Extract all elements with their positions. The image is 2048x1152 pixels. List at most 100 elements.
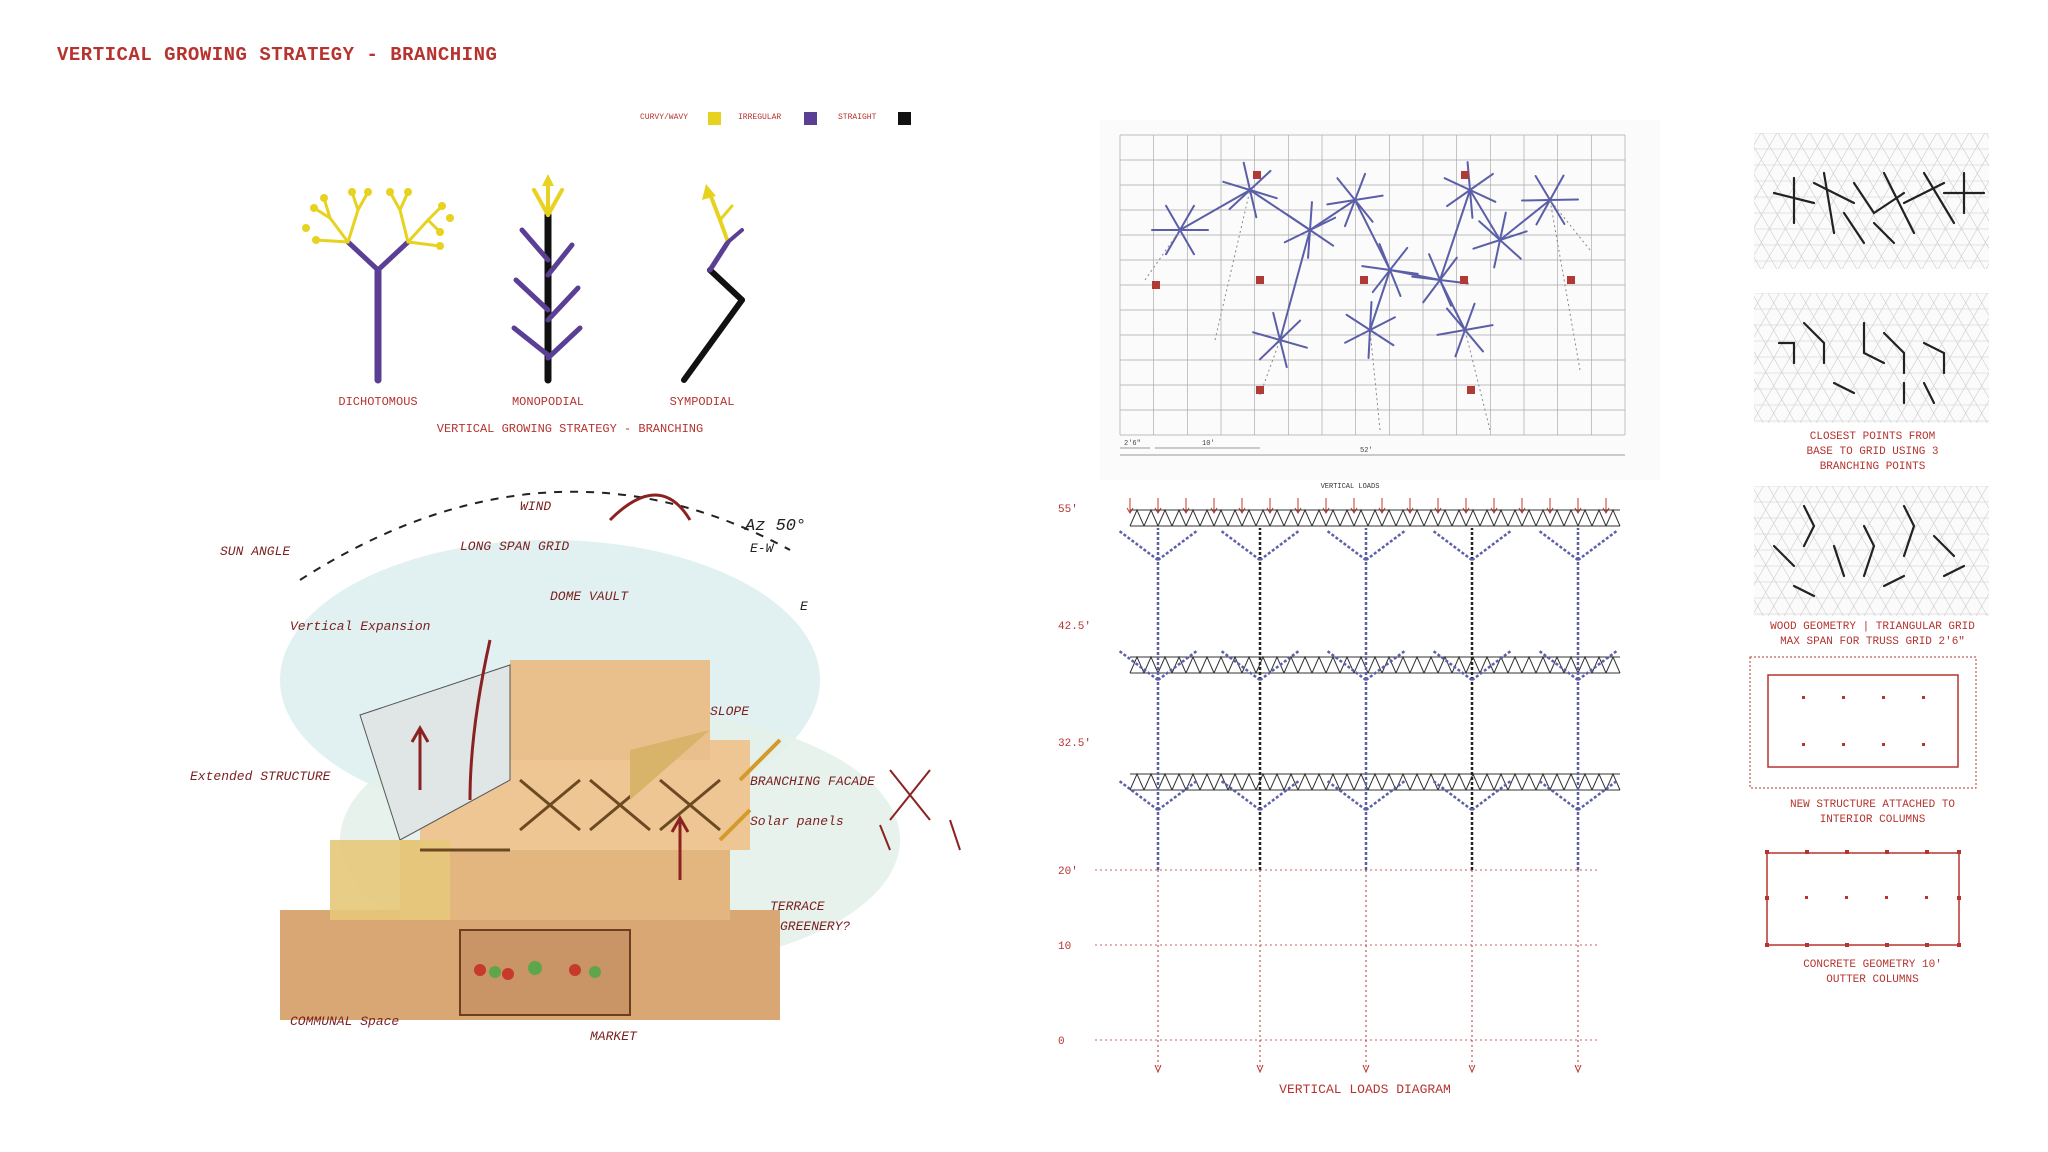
branch-segment — [1228, 189, 1251, 211]
trees-caption: VERTICAL GROWING STRATEGY - BRANCHING — [436, 422, 704, 436]
sidebar-caption-2: WOOD GEOMETRY | TRIANGULAR GRID MAX SPAN… — [1735, 620, 2010, 650]
wood-branch — [1862, 524, 1876, 578]
tri-grid-line — [1735, 485, 1812, 617]
wood-branch — [1882, 574, 1906, 588]
tri-grid-line — [1681, 132, 1762, 270]
wood-branch — [1802, 321, 1826, 365]
dim-label-52: 52' — [1360, 447, 1373, 455]
tri-grid-line — [1793, 132, 1874, 270]
dashed-link — [1144, 229, 1181, 281]
truss-web — [1269, 655, 1285, 674]
note-slope: SLOPE — [710, 704, 749, 719]
truss-web — [1437, 772, 1453, 791]
branch-segment — [1371, 269, 1391, 294]
branch-segment — [1534, 174, 1551, 201]
branching-plan-grid: 2'6"10'52' — [1119, 134, 1626, 456]
branch-link — [1249, 189, 1311, 231]
truss-levels — [1129, 508, 1621, 791]
tri-grid-line — [1879, 292, 1956, 424]
truss-web — [1423, 655, 1439, 674]
column-branch — [1157, 529, 1199, 561]
note-vertical-expansion: Vertical Expansion — [290, 619, 430, 634]
truss-web — [1325, 655, 1341, 674]
wood-branch — [1802, 504, 1816, 548]
truss-web — [1577, 508, 1593, 527]
tri-grid-line — [1729, 132, 1810, 270]
truss-web — [1157, 508, 1173, 527]
truss-web — [1185, 508, 1201, 527]
branch-link — [1499, 199, 1551, 241]
column-branch — [1219, 529, 1261, 561]
branch-segment — [1258, 339, 1281, 361]
truss-web — [1339, 655, 1355, 674]
column-branch — [1365, 649, 1407, 681]
wood-branch — [1812, 181, 1856, 205]
branch-segment — [1535, 199, 1551, 226]
dashed-link — [1214, 189, 1251, 341]
plan-gridlines — [1119, 134, 1626, 436]
truss-web — [1255, 655, 1271, 674]
truss-web — [1129, 772, 1145, 791]
column-branch — [1117, 529, 1159, 561]
branch-segment — [1361, 265, 1391, 271]
dashed-link — [1369, 329, 1381, 431]
branch-segment — [1454, 329, 1466, 358]
branch-segment — [1499, 239, 1522, 260]
column-branch — [1431, 529, 1473, 561]
tri-grid-line — [1751, 292, 1828, 424]
branch-link — [1439, 189, 1471, 281]
branch-segment — [1389, 246, 1409, 271]
tri-grid-line — [1687, 485, 1764, 617]
truss-web — [1311, 655, 1327, 674]
truss-web — [1143, 772, 1159, 791]
label-monopodial: MONOPODIAL — [511, 395, 584, 409]
caption4-line1: CONCRETE GEOMETRY 10' — [1803, 959, 1942, 971]
wood-branch — [1902, 181, 1946, 205]
tri-grid-line — [1681, 132, 1762, 270]
legend-swatch-black — [898, 112, 911, 125]
branch-link — [1439, 279, 1466, 331]
truss-web — [1521, 508, 1537, 527]
wood-branch — [1882, 171, 1916, 235]
wood-branch — [1777, 341, 1796, 365]
truss-web — [1549, 508, 1565, 527]
tri-grid-line — [1921, 132, 2002, 270]
truss-web — [1605, 772, 1621, 791]
tri-grid-line — [1943, 485, 2020, 617]
triangular-gridlines — [1623, 292, 2048, 424]
reaction-arrow — [1362, 1064, 1370, 1074]
tri-grid-line — [1719, 485, 1796, 617]
tri-grid-line — [1687, 485, 1764, 617]
reaction-arrow — [1468, 1064, 1476, 1074]
tri-grid-line — [1927, 292, 2004, 424]
note-wind: WIND — [520, 499, 551, 514]
branch-segment — [1464, 324, 1494, 331]
tri-grid-line — [1783, 485, 1860, 617]
truss-web — [1185, 772, 1201, 791]
branch-segment — [1252, 331, 1281, 341]
wood-branch — [1792, 584, 1816, 598]
monopodial-tree — [511, 174, 583, 384]
note-long-span: LONG SPAN GRID — [460, 539, 569, 554]
level-label: 10 — [1058, 941, 1071, 953]
tri-grid-line — [1953, 132, 2034, 270]
truss-web — [1563, 772, 1579, 791]
truss-web — [1311, 508, 1327, 527]
tri-grid-line — [1985, 161, 2048, 270]
truss-web — [1521, 772, 1537, 791]
truss-web — [1381, 508, 1397, 527]
level-label: 55' — [1058, 504, 1078, 516]
truss-web — [1577, 655, 1593, 674]
column-branch — [1117, 649, 1159, 681]
wood-branch — [1872, 221, 1896, 245]
truss-web — [1591, 508, 1607, 527]
truss-web — [1241, 655, 1257, 674]
truss-web — [1423, 772, 1439, 791]
dashed-link — [1549, 199, 1581, 371]
sidebar-caption-3: NEW STRUCTURE ATTACHED TO INTERIOR COLUM… — [1745, 798, 2000, 828]
column-point — [1152, 281, 1160, 289]
plan-branches — [1151, 161, 1579, 369]
tri-grid-line — [1729, 132, 1810, 270]
wood-branches — [1772, 171, 1986, 245]
column-branch — [1577, 649, 1619, 681]
